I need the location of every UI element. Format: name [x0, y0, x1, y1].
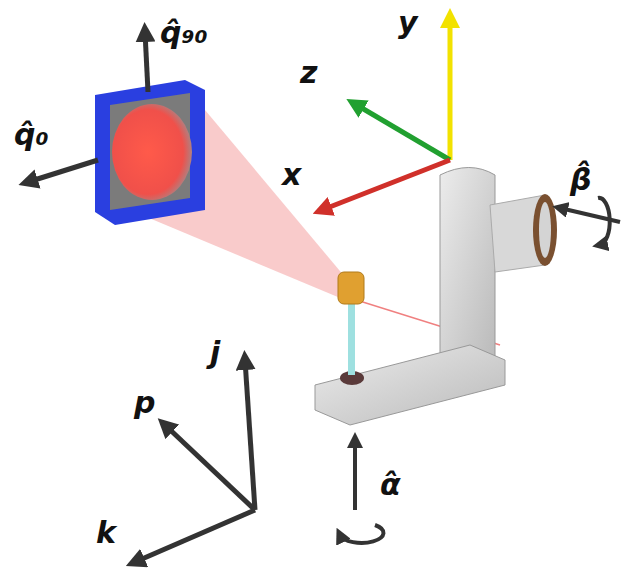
- beta-rotation: [598, 198, 610, 245]
- k-axis: [135, 510, 255, 562]
- k-label: k: [96, 518, 116, 548]
- light-spot: [112, 104, 192, 200]
- q90-label: q̂₉₀: [160, 18, 208, 48]
- z-label: z: [300, 58, 317, 88]
- z-axis: [355, 104, 450, 160]
- mount-upright: [440, 168, 495, 371]
- rotation-knob-face: [539, 202, 551, 258]
- j-axis: [245, 360, 255, 510]
- mount-base: [315, 345, 505, 425]
- alpha-label: α̂: [380, 470, 401, 500]
- sample-rod: [348, 300, 355, 375]
- alpha-rotation: [340, 525, 384, 543]
- x-axis: [322, 160, 450, 210]
- detector-frame: [95, 80, 205, 225]
- y-axis: [448, 18, 453, 160]
- j-label: j: [210, 338, 220, 368]
- q0-label: q̂₀: [14, 120, 49, 150]
- p-axis: [165, 425, 255, 510]
- y-label: y: [398, 8, 418, 38]
- q0-arrow: [28, 160, 98, 182]
- q90-arrow: [145, 32, 148, 92]
- rotation-knob: [533, 194, 557, 266]
- p-label: p: [134, 388, 155, 418]
- beta-label: β̂: [570, 165, 591, 195]
- sample: [338, 272, 364, 304]
- x-label: x: [282, 160, 301, 190]
- alpha-axis-arrow: [353, 440, 357, 510]
